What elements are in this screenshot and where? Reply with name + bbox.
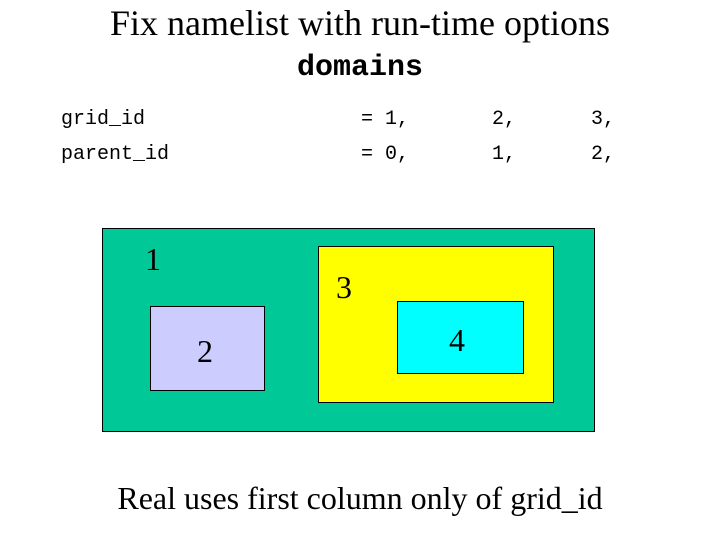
- namelist-value: = 1,: [361, 108, 410, 131]
- domain-box-4: 4: [397, 301, 524, 374]
- domain-label-4: 4: [449, 322, 465, 358]
- domain-label-3: 3: [336, 269, 352, 305]
- namelist-value: 2,: [492, 108, 517, 131]
- namelist-value: 2,: [591, 143, 616, 166]
- namelist-variable-name: grid_id: [61, 108, 146, 131]
- domain-box-3: 3 4: [318, 246, 554, 403]
- slide-title: Fix namelist with run-time options: [110, 3, 610, 43]
- domain-box-1: 1 2 3 4: [102, 228, 595, 432]
- namelist-section-name: domains: [296, 51, 424, 85]
- namelist-value: 1,: [492, 143, 517, 166]
- namelist-row-parent-id: parent_id = 0, 1, 2,: [0, 142, 720, 168]
- namelist-row-grid-id: grid_id = 1, 2, 3,: [0, 107, 720, 133]
- domain-label-2: 2: [197, 333, 213, 369]
- domain-label-1: 1: [145, 241, 161, 277]
- footer-note: Real uses first column only of grid_id: [117, 480, 603, 516]
- namelist-value: = 0,: [361, 143, 410, 166]
- namelist-variable-name: parent_id: [61, 143, 170, 166]
- domain-box-2: 2: [150, 306, 265, 391]
- namelist-value: 3,: [591, 108, 616, 131]
